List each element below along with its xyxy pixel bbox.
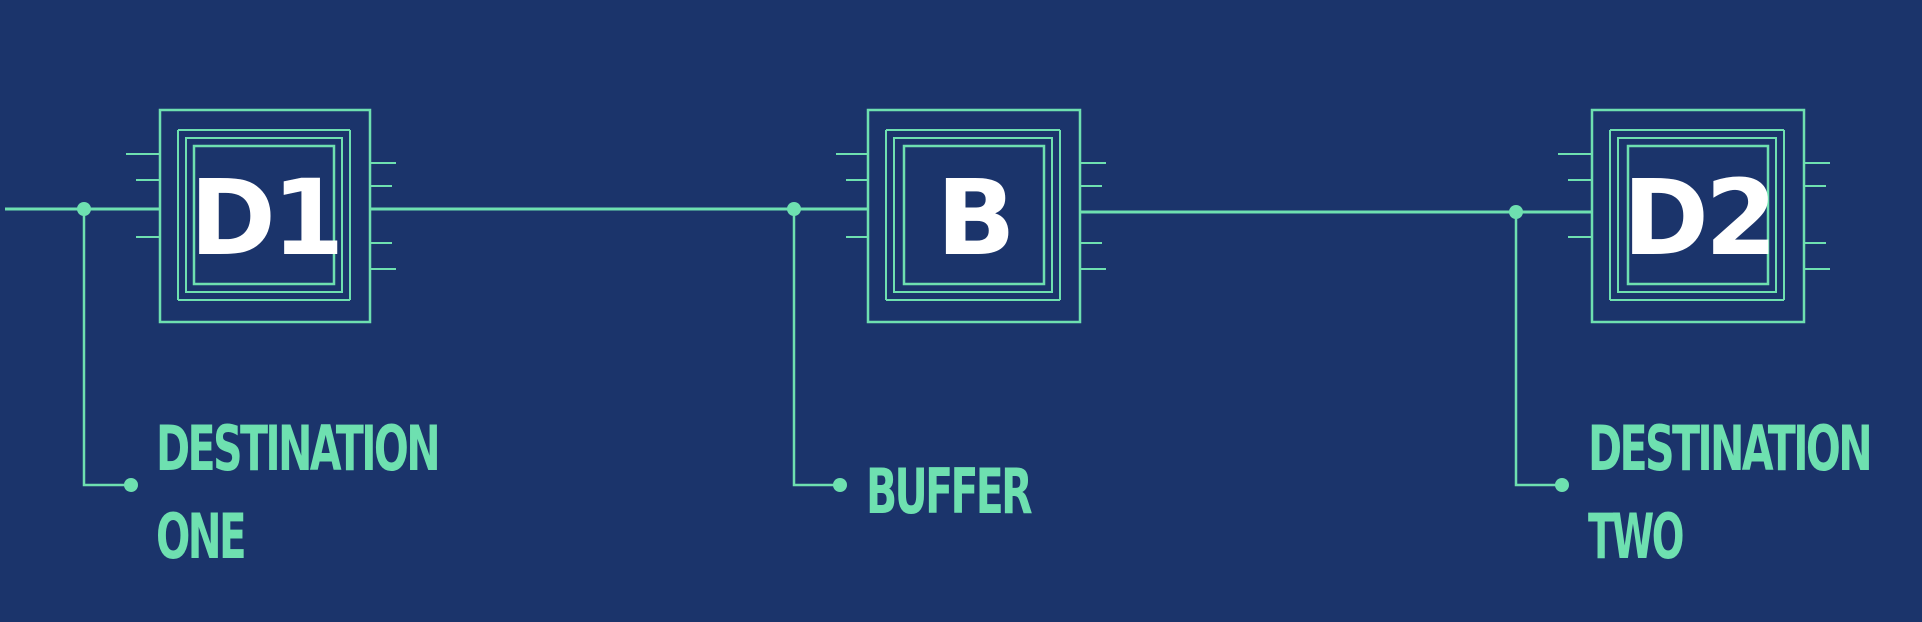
caption-d1-line1: DESTINATION (156, 412, 438, 485)
caption-d2-line1: DESTINATION (1588, 412, 1870, 485)
caption-d1-line2: ONE (156, 500, 244, 573)
block-d1-label: D1 (190, 157, 341, 279)
block-b (836, 108, 1106, 324)
leader-dot-d2 (1555, 478, 1569, 492)
callout-d2 (1514, 212, 1562, 487)
block-b-label: B (936, 157, 1011, 279)
junction-dot-d1 (77, 202, 91, 216)
junction-dot-d2 (1509, 205, 1523, 219)
leader-dot-d1 (124, 478, 138, 492)
caption-d2-line2: TWO (1588, 500, 1683, 573)
callout-d1 (82, 209, 130, 487)
leader-dot-b (833, 478, 847, 492)
caption-b-line1: BUFFER (866, 455, 1032, 528)
block-d2-label: D2 (1623, 157, 1774, 279)
junction-dot-b (787, 202, 801, 216)
callout-b (792, 209, 840, 487)
block-d2 (1558, 108, 1830, 324)
block-d1 (126, 108, 396, 324)
